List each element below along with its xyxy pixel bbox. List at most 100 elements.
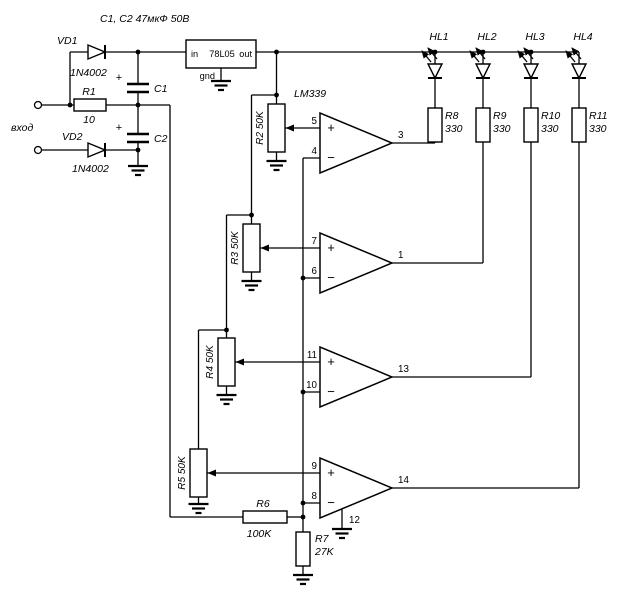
cap-ref: C1 (154, 83, 167, 95)
pin-number: 7 (312, 236, 317, 247)
resistor-value: 330 (493, 123, 511, 135)
cap-ref: C2 (154, 133, 168, 145)
resistor-ref: R10 (541, 110, 560, 122)
ground-symbol (265, 159, 288, 172)
ground-symbol (240, 279, 263, 292)
resistor-value: 330 (541, 123, 559, 135)
diode-vd1: VD1 1N4002 (57, 35, 107, 79)
junction-dot (249, 212, 254, 218)
resistor-ref: R6 (256, 498, 270, 510)
led-ref: HL3 (525, 31, 544, 43)
comparator-4: + − 9 8 14 12 (312, 456, 579, 540)
resistor-ref: R1 (82, 86, 95, 98)
led-hl3: HL3 R10 330 (517, 31, 560, 377)
pin-number: 3 (398, 130, 404, 141)
trimmer-body (242, 223, 261, 273)
resistor-r10-body (523, 107, 539, 143)
pin-number: 6 (312, 266, 318, 277)
resistor-body (73, 98, 107, 112)
resistor-ref: R11 (589, 110, 607, 122)
led-symbol (474, 63, 492, 80)
comparator-3: + − 11 10 13 (306, 345, 531, 409)
junction-dot (300, 514, 306, 520)
plus-input-sign: + (327, 120, 335, 135)
led-symbol (426, 63, 444, 80)
diode-ref: VD1 (57, 35, 77, 47)
trimmer-label: R3 50K (230, 230, 241, 265)
led-hl4: HL4 R11 330 (565, 31, 607, 488)
emission-arrow-icon (565, 50, 576, 63)
signal-path: R6 100K R7 27K (169, 105, 335, 586)
ground-symbol (330, 527, 354, 540)
junction-dot (274, 92, 279, 98)
trimmer-r3: R3 50K (225, 214, 320, 338)
led-hl2: HL2 R9 330 (469, 31, 511, 263)
pin-number: 12 (349, 515, 360, 526)
comparator-body (319, 456, 394, 520)
minus-input-sign: − (327, 270, 335, 285)
junction-dot (224, 327, 229, 333)
junction-dot (274, 49, 279, 55)
ground-symbol (215, 393, 238, 406)
plus-input-sign: + (327, 354, 335, 369)
led-ref: HL4 (573, 31, 592, 43)
pin-number: 11 (307, 350, 317, 361)
minus-input-sign: − (327, 495, 335, 510)
led-ref: HL1 (429, 31, 448, 43)
emission-arrow-icon (421, 50, 432, 63)
emission-arrow-icon (475, 47, 486, 60)
resistor-value: 100K (247, 528, 273, 540)
resistor-value: 330 (445, 123, 463, 135)
regulator-78l05: in 78L05 out gnd (185, 39, 257, 92)
resistor-r11-body (571, 107, 587, 143)
plus-input-sign: + (327, 240, 335, 255)
regulator-name: 78L05 (209, 49, 235, 59)
regulator-pin-out: out (239, 49, 252, 59)
led-symbol (570, 63, 588, 80)
resistor-r6-body (242, 510, 288, 524)
trimmer-body (267, 103, 286, 153)
diode-vd2: VD2 1N4002 (62, 131, 109, 175)
pin-number: 10 (306, 380, 317, 391)
comparator-body (319, 111, 394, 175)
resistor-ref: R9 (493, 110, 507, 122)
ground-symbol (187, 502, 210, 515)
emission-arrow-icon (469, 50, 480, 63)
pin-number: 13 (398, 364, 409, 375)
junction-dot (300, 389, 306, 395)
comparator-body (319, 231, 394, 295)
junction-dot (135, 49, 141, 55)
emission-arrow-icon (517, 50, 528, 63)
trimmer-label: R2 50K (255, 110, 266, 145)
capacitor-c2: + C2 (116, 122, 168, 145)
comparator-body (319, 345, 394, 409)
pin-number: 14 (398, 475, 409, 486)
ground-symbol (291, 573, 315, 586)
resistor-value: 330 (589, 123, 607, 135)
minus-input-sign: − (327, 384, 335, 399)
polarity-mark: + (116, 72, 122, 84)
junction-dot (480, 49, 486, 55)
pin-number: 9 (312, 461, 317, 472)
ic-name: LM339 (294, 88, 326, 100)
pin-number: 5 (312, 116, 318, 127)
trimmer-body (189, 448, 208, 498)
resistor-value: 10 (83, 114, 95, 126)
wiper-arrow (207, 469, 216, 477)
junction-dots (67, 49, 534, 520)
junction-dot (528, 49, 534, 55)
regulator-pin-gnd: gnd (200, 71, 215, 81)
comparator-2: + − 7 6 1 (312, 231, 483, 295)
ground-symbol (209, 79, 233, 92)
trimmer-body (217, 337, 236, 387)
resistor-r8-body (427, 107, 443, 143)
junction-dot (300, 275, 306, 281)
trimmer-r5: R5 50K (177, 448, 320, 515)
trimmer-r2: R2 50K (250, 52, 320, 224)
resistor-r7-body (295, 531, 311, 567)
led-ref: HL2 (477, 31, 496, 43)
wiper-arrow (285, 124, 294, 132)
pin-number: 8 (312, 491, 318, 502)
plus-input-sign: + (327, 465, 335, 480)
